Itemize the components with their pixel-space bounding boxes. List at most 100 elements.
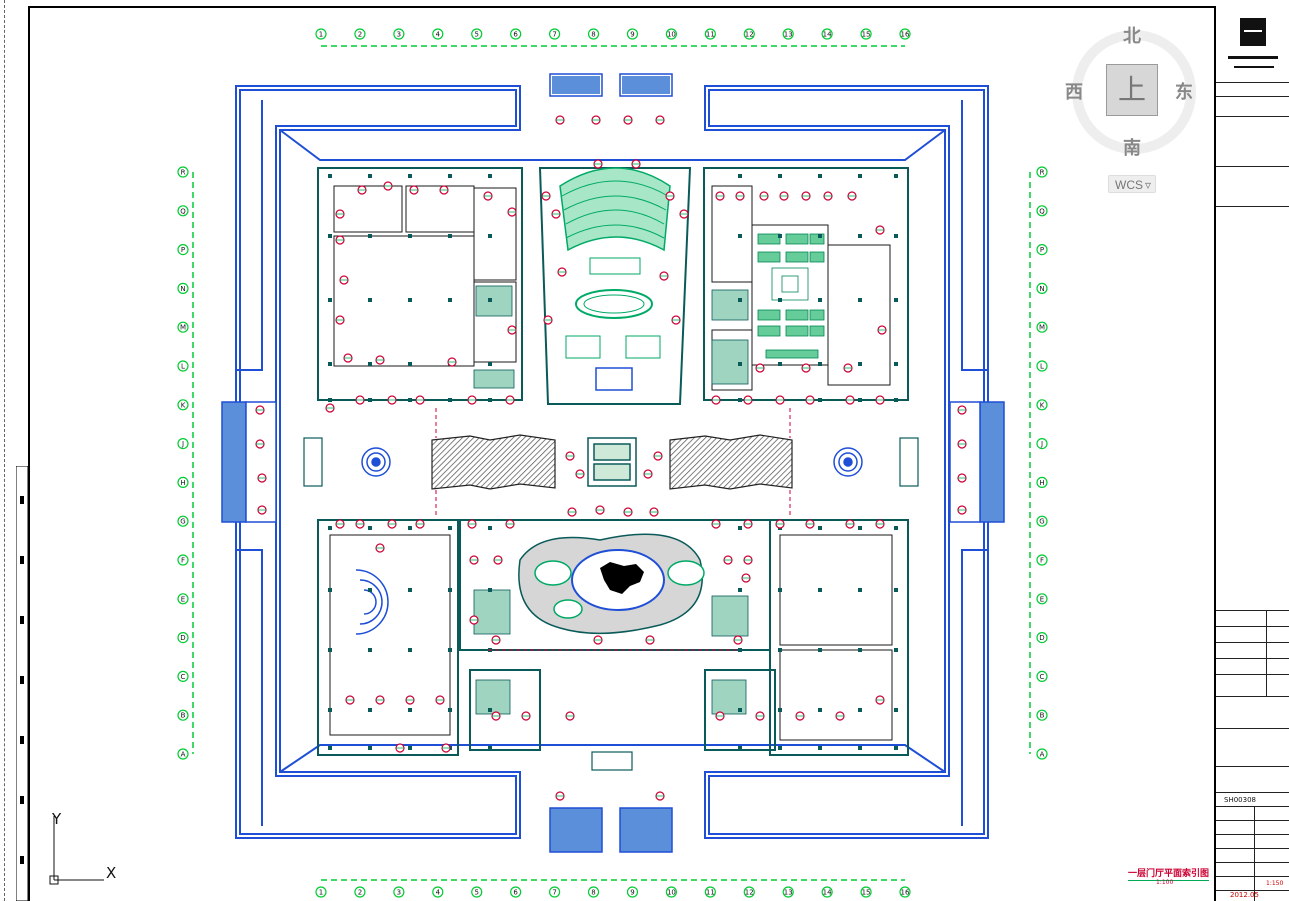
svg-text:R: R — [181, 169, 186, 177]
axis-bubble-col-4: 4 — [432, 28, 444, 40]
axis-bubble-row-M: M — [1036, 321, 1048, 333]
reading-room-seating — [757, 233, 825, 359]
svg-text:1: 1 — [319, 889, 323, 897]
svg-text:D: D — [1039, 634, 1044, 642]
structural-column — [328, 746, 332, 750]
structural-column — [328, 298, 332, 302]
axis-bubble-row-E: E — [177, 593, 189, 605]
svg-text:G: G — [1039, 518, 1044, 526]
svg-text:F: F — [181, 557, 185, 565]
svg-text:6: 6 — [513, 31, 518, 39]
structural-column — [894, 648, 898, 652]
title-block-rule — [1216, 792, 1289, 793]
compass-north[interactable]: 北 — [1123, 26, 1141, 47]
title-block-divider — [1254, 806, 1255, 901]
structural-column — [738, 398, 742, 402]
structural-column — [778, 588, 782, 592]
title-block-rule — [1216, 890, 1289, 891]
svg-text:B: B — [181, 712, 186, 720]
structural-column — [818, 746, 822, 750]
compass-south[interactable]: 南 — [1123, 138, 1141, 159]
svg-text:J: J — [181, 440, 184, 448]
drawing-scale: 1:100 — [1156, 879, 1174, 886]
title-block-rule — [1216, 848, 1289, 849]
svg-text:K: K — [181, 401, 186, 409]
axis-bubble-row-B: B — [177, 709, 189, 721]
structural-column — [328, 234, 332, 238]
title-block-rule — [1216, 610, 1289, 611]
svg-text:Q: Q — [1039, 207, 1045, 215]
svg-text:15: 15 — [862, 889, 871, 897]
axis-bubble-col-12: 12 — [743, 886, 755, 898]
structural-column — [738, 746, 742, 750]
axis-bubble-col-10: 10 — [665, 28, 678, 40]
structural-column — [858, 234, 862, 238]
svg-text:12: 12 — [745, 889, 754, 897]
structural-column — [448, 648, 452, 652]
north-stair — [549, 73, 673, 97]
svg-text:M: M — [180, 324, 186, 332]
structural-column — [738, 298, 742, 302]
svg-text:J: J — [1040, 440, 1043, 448]
title-block-rule — [1216, 626, 1289, 627]
room-index-tags — [255, 115, 967, 801]
covered-corridors — [431, 434, 793, 490]
svg-text:8: 8 — [591, 889, 595, 897]
drawing-date: 2012.05 — [1230, 891, 1259, 899]
structural-column — [488, 746, 492, 750]
west-stair — [221, 401, 277, 523]
compass-east[interactable]: 东 — [1175, 82, 1193, 103]
structural-column — [368, 362, 372, 366]
structural-column — [328, 362, 332, 366]
structural-column — [894, 298, 898, 302]
svg-text:R: R — [1040, 169, 1045, 177]
structural-column — [858, 746, 862, 750]
axis-bubble-col-15: 15 — [860, 886, 872, 898]
ucs-x-label: X — [106, 864, 117, 882]
structural-column — [818, 398, 822, 402]
svg-text:8: 8 — [591, 31, 595, 39]
axis-bubble-row-C: C — [177, 670, 189, 683]
axis-bubble-col-16: 16 — [899, 886, 911, 898]
structural-column — [738, 362, 742, 366]
svg-text:3: 3 — [397, 889, 401, 897]
layout-ruler — [16, 466, 28, 901]
wcs-menu-button[interactable]: WCS▿ — [1108, 175, 1156, 193]
structural-column — [894, 708, 898, 712]
east-stair — [949, 401, 1005, 523]
structural-column — [738, 174, 742, 178]
structural-column — [448, 526, 452, 530]
structural-column — [408, 708, 412, 712]
gatehouses — [303, 437, 919, 771]
title-block-rule — [1216, 166, 1289, 167]
svg-text:N: N — [180, 285, 185, 293]
structural-column — [778, 708, 782, 712]
axis-bubble-col-9: 9 — [626, 28, 639, 40]
axis-bubble-row-A: A — [1036, 748, 1048, 760]
structural-column — [448, 174, 452, 178]
structural-column — [894, 588, 898, 592]
structural-column — [894, 234, 898, 238]
axis-bubble-col-9: 9 — [626, 886, 639, 898]
axis-bubble-row-D: D — [177, 631, 189, 644]
compass-west[interactable]: 西 — [1065, 82, 1083, 103]
title-block-rule — [1216, 696, 1289, 697]
axis-bubble-col-14: 14 — [821, 886, 833, 898]
compass-ring[interactable] — [1072, 30, 1196, 154]
axis-bubble-col-8: 8 — [587, 28, 600, 40]
south-stair — [549, 807, 673, 853]
title-block-rule — [1216, 658, 1289, 659]
svg-text:4: 4 — [436, 889, 441, 897]
structural-column — [408, 526, 412, 530]
company-logo-icon — [1240, 18, 1266, 46]
axis-bubble-col-5: 5 — [471, 28, 483, 40]
axis-bubble-row-K: K — [1036, 399, 1048, 411]
svg-text:P: P — [1040, 246, 1044, 254]
viewcube[interactable]: 上 北 南 东 西 — [1064, 22, 1204, 172]
structural-column — [488, 398, 492, 402]
structural-column — [778, 648, 782, 652]
viewcube-top-face[interactable]: 上 — [1106, 64, 1158, 116]
structural-column — [818, 234, 822, 238]
